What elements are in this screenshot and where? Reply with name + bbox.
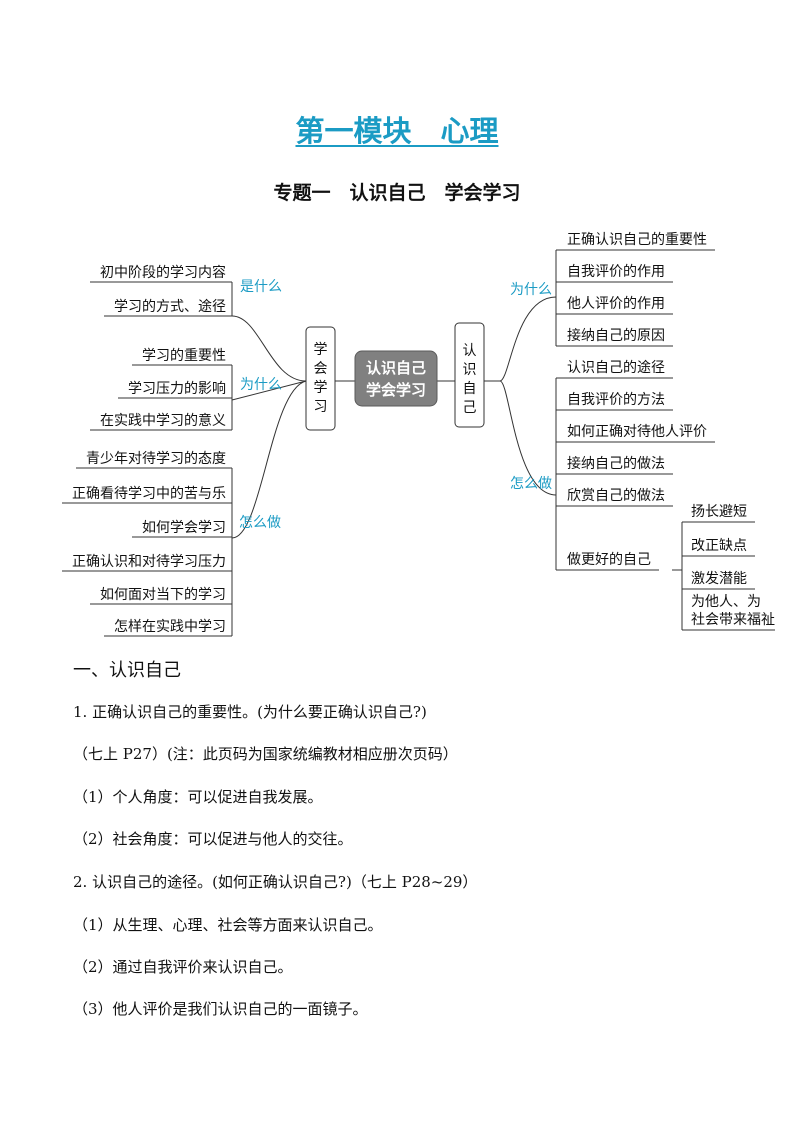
section-heading: 一、认识自己 bbox=[73, 660, 181, 681]
mindmap-item: 自我评价的作用 bbox=[567, 264, 665, 280]
mindmap-subitem: 扬长避短 bbox=[691, 504, 747, 520]
branch-label-why: 为什么 bbox=[510, 282, 552, 298]
paragraph: （2）通过自我评价来认识自己。 bbox=[73, 958, 293, 976]
mindmap-item: 接纳自己的做法 bbox=[567, 455, 665, 472]
paragraph: （2）社会角度：可以促进与他人的交往。 bbox=[73, 830, 353, 848]
topic-subtitle: 专题一 认识自己 学会学习 bbox=[273, 182, 521, 204]
mindmap-item: 接纳自己的原因 bbox=[567, 327, 665, 344]
module-title: 第一模块 心理 bbox=[295, 114, 499, 148]
mindmap-item: 学习压力的影响 bbox=[128, 381, 226, 397]
branch-box-char: 自 bbox=[463, 381, 477, 397]
mindmap-item: 怎样在实践中学习 bbox=[114, 619, 226, 635]
paragraph: （1）从生理、心理、社会等方面来认识自己。 bbox=[73, 916, 383, 934]
branch-label-how: 怎么做 bbox=[239, 515, 281, 531]
branch-box-char: 学 bbox=[314, 342, 328, 358]
mindmap-item: 青少年对待学习的态度 bbox=[86, 451, 226, 467]
mindmap-labels: 初中阶段的学习内容学习的方式、途径学习的重要性学习压力的影响在实践中学习的意义青… bbox=[72, 232, 775, 635]
mindmap-item: 做更好的自己 bbox=[567, 552, 651, 568]
branch-box-char: 会 bbox=[314, 361, 328, 377]
paragraph: （七上 P27）(注：此页码为国家统编教材相应册次页码） bbox=[73, 745, 458, 763]
center-node-text: 学会学习 bbox=[366, 381, 426, 399]
mindmap-subitem: 激发潜能 bbox=[691, 570, 747, 587]
branch-box-char: 己 bbox=[463, 400, 477, 416]
branch-box-char: 学 bbox=[314, 380, 328, 396]
center-node-text: 认识自己 bbox=[366, 359, 426, 377]
mindmap-item: 欣赏自己的做法 bbox=[567, 488, 665, 504]
mindmap-item: 学习的重要性 bbox=[142, 348, 226, 364]
branch-box-char: 习 bbox=[314, 399, 328, 415]
paragraph: （1）个人角度：可以促进自我发展。 bbox=[73, 788, 323, 806]
paragraph: 2. 认识自己的途径。(如何正确认识自己?)（七上 P28~29） bbox=[73, 873, 478, 891]
mindmap-item: 在实践中学习的意义 bbox=[100, 412, 226, 429]
mind-map: 初中阶段的学习内容学习的方式、途径学习的重要性学习压力的影响在实践中学习的意义青… bbox=[62, 232, 775, 637]
center-node bbox=[354, 350, 438, 407]
mindmap-item: 认识自己的途径 bbox=[567, 359, 665, 376]
mindmap-item: 如何正确对待他人评价 bbox=[567, 424, 707, 440]
branch-label-how: 怎么做 bbox=[510, 476, 552, 492]
paragraph: 1. 正确认识自己的重要性。(为什么要正确认识自己?) bbox=[73, 703, 427, 721]
branch-box-char: 认 bbox=[463, 343, 477, 359]
mindmap-item: 学习的方式、途径 bbox=[114, 298, 226, 315]
mindmap-item: 正确看待学习中的苦与乐 bbox=[72, 486, 226, 502]
mindmap-subitem: 为他人、为 bbox=[691, 594, 761, 610]
mindmap-item: 正确认识和对待学习压力 bbox=[72, 554, 226, 570]
paragraph: （3）他人评价是我们认识自己的一面镜子。 bbox=[73, 1000, 368, 1018]
mindmap-subitem: 改正缺点 bbox=[691, 538, 747, 554]
right-branch-box bbox=[454, 322, 485, 428]
branch-label-why: 为什么 bbox=[240, 377, 282, 393]
mindmap-item: 初中阶段的学习内容 bbox=[100, 264, 226, 281]
mindmap-item: 正确认识自己的重要性 bbox=[567, 232, 707, 248]
mindmap-item: 如何学会学习 bbox=[142, 520, 226, 536]
branch-box-char: 识 bbox=[463, 362, 477, 378]
mindmap-item: 自我评价的方法 bbox=[567, 392, 665, 408]
mindmap-subitem: 社会带来福祉 bbox=[691, 612, 775, 628]
branch-label-what: 是什么 bbox=[240, 279, 282, 295]
mindmap-item: 如何面对当下的学习 bbox=[100, 587, 226, 603]
mindmap-item: 他人评价的作用 bbox=[567, 296, 665, 312]
mindmap-underlines bbox=[62, 249, 775, 637]
left-branch-box bbox=[305, 326, 336, 431]
